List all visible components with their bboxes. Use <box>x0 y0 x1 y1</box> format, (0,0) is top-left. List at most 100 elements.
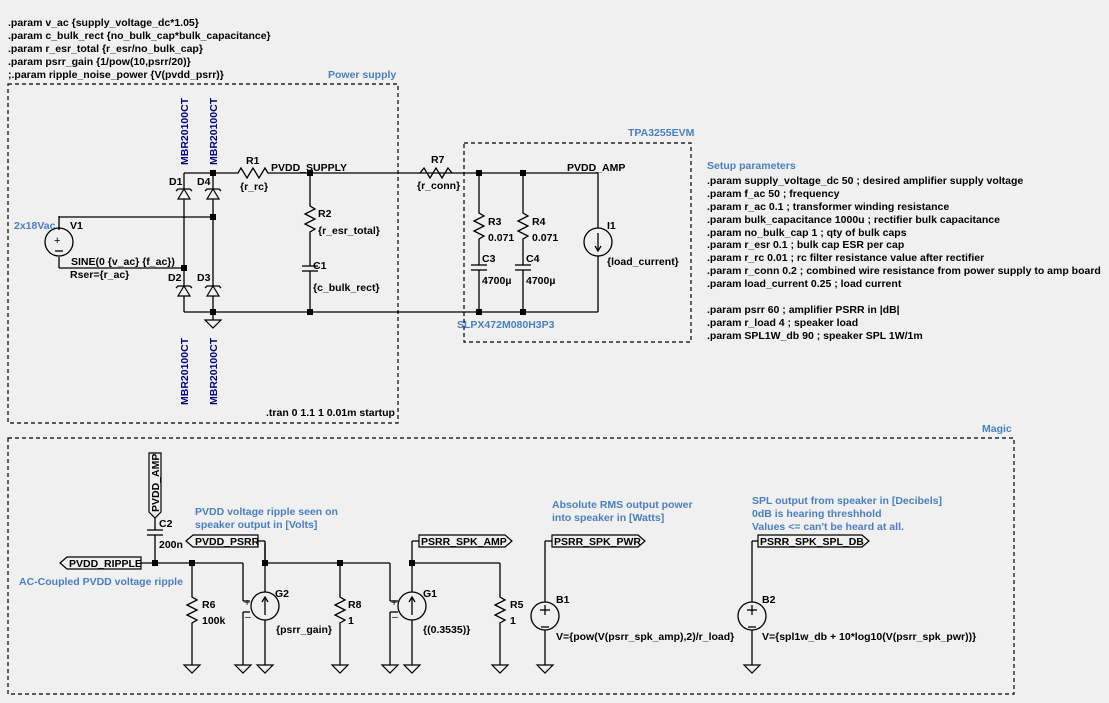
b2-value[interactable]: V={spl1w_db + 10*log10(V(psrr_spk_pwr))} <box>762 631 976 643</box>
setup-line[interactable]: .param r_conn 0.2 ; combined wire resist… <box>707 265 1101 277</box>
net-pvdd-amp[interactable]: PVDD_AMP <box>567 162 625 174</box>
d4-name[interactable]: D4 <box>197 176 211 188</box>
setup-line[interactable]: .param no_bulk_cap 1 ; qty of bulk caps <box>707 227 907 239</box>
c1-value[interactable]: {c_bulk_rect} <box>313 282 380 294</box>
v1-rser[interactable]: Rser={r_ac} <box>70 269 129 281</box>
resistor-r3[interactable] <box>472 173 486 265</box>
setup-line[interactable]: .param bulk_capacitance 1000u ; rectifie… <box>707 214 1000 226</box>
ripple-comment[interactable]: AC-Coupled PVDD voltage ripple <box>19 576 183 588</box>
spl-comment-2[interactable]: 0dB is hearing threshhold <box>752 508 882 520</box>
r1-name[interactable]: R1 <box>246 155 260 167</box>
setup-line[interactable]: .param psrr 60 ; amplifier PSRR in |dB| <box>707 304 900 316</box>
psrr-comment-1[interactable]: PVDD voltage ripple seen on <box>195 506 338 518</box>
c1-name[interactable]: C1 <box>313 260 327 272</box>
g1-value[interactable]: {(0.3535)} <box>423 624 470 636</box>
directive-line[interactable]: .param v_ac {supply_voltage_dc*1.05} <box>8 17 199 29</box>
c4-name[interactable]: C4 <box>526 253 540 265</box>
i1-value[interactable]: {load_current} <box>607 256 679 268</box>
spl-comment-1[interactable]: SPL output from speaker in [Decibels] <box>752 495 942 507</box>
c3-name[interactable]: C3 <box>482 253 496 265</box>
r4-value[interactable]: 0.071 <box>532 232 558 244</box>
net-flag-pvdd-ripple[interactable]: PVDD_RIPPLE <box>59 556 142 570</box>
r5-value[interactable]: 1 <box>510 615 516 627</box>
net-flag-psrr-spk-spl-db[interactable]: PSRR_SPK_SPL_DB <box>757 534 870 548</box>
setup-line[interactable]: .param r_esr 0.1 ; bulk cap ESR per cap <box>707 239 904 251</box>
psrr-comment-2[interactable]: speaker output in [Volts] <box>195 519 317 531</box>
directive-line[interactable]: .param psrr_gain {1/pow(10,psrr/20)} <box>8 56 191 68</box>
vccs-g1[interactable] <box>397 591 427 621</box>
resistor-r6[interactable] <box>185 563 199 665</box>
r7-name[interactable]: R7 <box>431 154 445 166</box>
r2-name[interactable]: R2 <box>318 208 332 220</box>
directive-line[interactable]: .param r_esr_total {r_esr/no_bulk_cap} <box>8 43 203 55</box>
setup-title[interactable]: Setup parameters <box>707 160 796 172</box>
diode-d3[interactable] <box>204 284 222 297</box>
r8-value[interactable]: 1 <box>348 615 354 627</box>
setup-line[interactable]: .param supply_voltage_dc 50 ; desired am… <box>707 175 1023 187</box>
setup-line[interactable]: .param r_ac 0.1 ; transformer winding re… <box>707 201 949 213</box>
resistor-r8[interactable] <box>333 563 347 665</box>
resistor-r7[interactable] <box>419 166 453 180</box>
voltage-source-b2[interactable] <box>737 601 767 631</box>
net-flag-psrr-spk-pwr[interactable]: PSRR_SPK_PWR <box>551 534 646 548</box>
directive-line[interactable]: ;.param ripple_noise_power {V(pvdd_psrr)… <box>8 69 224 81</box>
resistor-r4[interactable] <box>516 173 530 265</box>
resistor-r5[interactable] <box>493 563 507 665</box>
c2-value[interactable]: 200n <box>159 539 183 551</box>
r3-name[interactable]: R3 <box>488 216 502 228</box>
d3-model[interactable]: MBR20100CT <box>208 337 220 405</box>
v1-name[interactable]: V1 <box>70 220 83 232</box>
r7-value[interactable]: {r_conn} <box>417 180 460 192</box>
r5-name[interactable]: R5 <box>510 599 524 611</box>
power-supply-label[interactable]: Power supply <box>328 69 396 81</box>
capacitor-c3[interactable] <box>471 264 487 312</box>
tran-directive[interactable]: .tran 0 1.1 1 0.01m startup <box>266 407 395 419</box>
spl-comment-3[interactable]: Values <= can't be heard at all. <box>752 521 904 533</box>
d1-model[interactable]: MBR20100CT <box>179 97 191 165</box>
g2-name[interactable]: G2 <box>275 588 289 600</box>
setup-line[interactable]: .param r_rc 0.01 ; rc filter resistance … <box>707 252 984 264</box>
c2-name[interactable]: C2 <box>159 518 173 530</box>
resistor-r1[interactable] <box>213 166 598 180</box>
v1-comment[interactable]: 2x18Vac <box>14 220 56 232</box>
r3-value[interactable]: 0.071 <box>488 232 514 244</box>
g1-name[interactable]: G1 <box>423 588 437 600</box>
d2-model[interactable]: MBR20100CT <box>179 337 191 405</box>
c4-value[interactable]: 4700µ <box>526 275 555 287</box>
r6-name[interactable]: R6 <box>202 599 216 611</box>
resistor-r2[interactable] <box>303 173 317 266</box>
diode-d4[interactable] <box>204 187 222 200</box>
cap-part-number[interactable]: SLPX472M080H3P3 <box>457 319 555 331</box>
d1-name[interactable]: D1 <box>169 176 183 188</box>
pwr-comment-2[interactable]: into speaker in [Watts] <box>552 512 664 524</box>
setup-line[interactable]: .param SPL1W_db 90 ; speaker SPL 1W/1m <box>707 330 923 342</box>
net-flag-psrr-spk-amp[interactable]: PSRR_SPK_AMP <box>418 534 513 548</box>
c3-value[interactable]: 4700µ <box>482 275 511 287</box>
r2-value[interactable]: {r_esr_total} <box>318 225 380 237</box>
voltage-source-b1[interactable] <box>530 601 560 631</box>
net-flag-pvdd-psrr[interactable]: PVDD_PSRR <box>185 534 260 548</box>
b1-value[interactable]: V={pow(V(psrr_spk_amp),2)/r_load} <box>556 631 734 643</box>
i1-name[interactable]: I1 <box>607 220 616 232</box>
setup-line[interactable]: .param r_load 4 ; speaker load <box>707 317 858 329</box>
capacitor-c4[interactable] <box>515 264 531 312</box>
r1-value[interactable]: {r_rc} <box>240 181 268 193</box>
b2-name[interactable]: B2 <box>762 594 776 606</box>
b1-name[interactable]: B1 <box>556 594 570 606</box>
net-flag-pvdd-amp[interactable]: PVDD_AMP <box>148 452 162 519</box>
amp-label[interactable]: TPA3255EVM <box>628 127 695 139</box>
g2-value[interactable]: {psrr_gain} <box>276 624 332 636</box>
setup-line[interactable]: .param load_current 0.25 ; load current <box>707 278 902 290</box>
r4-name[interactable]: R4 <box>532 216 546 228</box>
magic-label[interactable]: Magic <box>982 423 1012 435</box>
d2-name[interactable]: D2 <box>168 272 182 284</box>
pwr-comment-1[interactable]: Absolute RMS output power <box>552 499 693 511</box>
setup-line[interactable]: .param f_ac 50 ; frequency <box>707 188 840 200</box>
diode-d1[interactable] <box>175 187 193 200</box>
capacitor-c2[interactable] <box>147 529 163 536</box>
r6-value[interactable]: 100k <box>202 615 226 627</box>
d3-name[interactable]: D3 <box>197 272 211 284</box>
directive-line[interactable]: .param c_bulk_rect {no_bulk_cap*bulk_cap… <box>8 30 271 42</box>
voltage-source-v1[interactable] <box>44 227 74 257</box>
d4-model[interactable]: MBR20100CT <box>208 97 220 165</box>
